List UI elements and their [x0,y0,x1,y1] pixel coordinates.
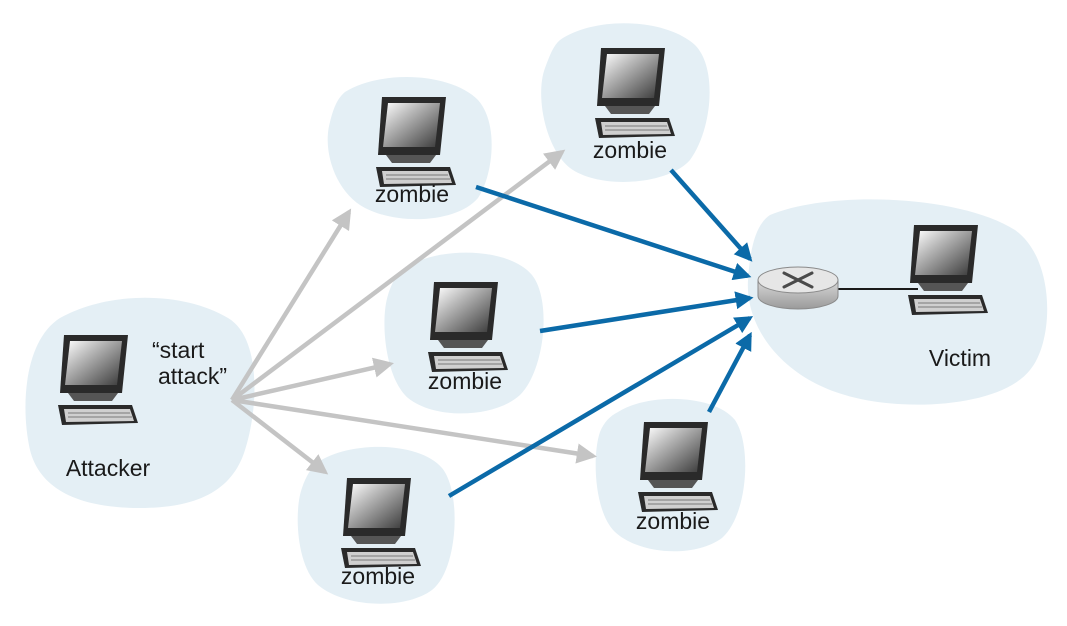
zombie-label-2: zombie [593,137,667,163]
zombie-label-3: zombie [428,368,502,394]
attack-arrow-z2 [669,168,753,262]
command-arrow-z4 [231,397,598,464]
attack-arrow-z5 [447,316,754,498]
command-label-line1: “start [152,337,205,363]
victim-label: Victim [929,345,991,371]
command-label-line2: attack” [158,363,227,389]
attacker-label: Attacker [66,455,151,481]
attack-arrow-z1 [475,184,752,281]
attack-arrow-z4 [707,331,752,414]
command-arrow-z1 [230,208,352,402]
zombie-label-5: zombie [341,563,415,589]
zombie-label-1: zombie [375,181,449,207]
command-arrow-z3 [231,357,394,403]
attack-arrow-z3 [539,291,754,334]
network-clouds [25,23,1048,604]
attack-arrows [447,168,754,498]
command-arrow-z2 [230,149,566,402]
zombie-label-4: zombie [636,508,710,534]
command-arrow-z5 [230,398,329,475]
router-icon [757,266,839,310]
